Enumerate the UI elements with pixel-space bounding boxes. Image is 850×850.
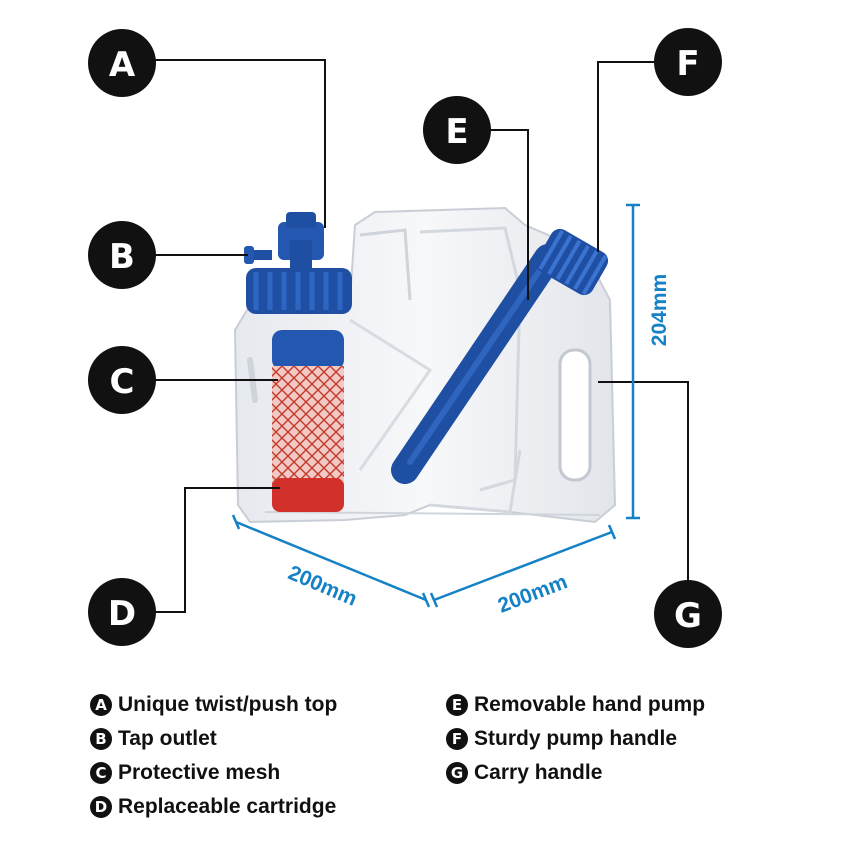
legend-item-d: D Replaceable cartridge <box>90 790 337 824</box>
callout-c: C <box>88 346 156 414</box>
leader-line-e <box>490 129 529 300</box>
callout-e: E <box>423 96 491 164</box>
callout-f: F <box>654 28 722 96</box>
legend: A Unique twist/push top B Tap outlet C P… <box>90 688 810 828</box>
legend-label-d: Replaceable cartridge <box>118 795 337 818</box>
leader-line-a <box>155 59 326 228</box>
legend-item-e: E Removable hand pump <box>446 688 705 722</box>
legend-label-a: Unique twist/push top <box>118 693 338 716</box>
dim-line-width-right <box>429 524 617 608</box>
leader-line-g <box>598 381 689 590</box>
carry-handle <box>558 348 592 482</box>
legend-item-a: A Unique twist/push top <box>90 688 337 722</box>
callout-letter-e: E <box>445 112 468 152</box>
leader-line-d <box>155 487 280 613</box>
legend-column-right: E Removable hand pump F Sturdy pump hand… <box>446 688 705 790</box>
legend-badge-b: B <box>90 728 112 750</box>
legend-label-f: Sturdy pump handle <box>474 727 678 750</box>
legend-label-g: Carry handle <box>474 761 603 784</box>
callout-g: G <box>654 580 722 648</box>
callout-letter-a: A <box>109 45 136 85</box>
legend-item-c: C Protective mesh <box>90 756 337 790</box>
pump-handle <box>535 228 609 296</box>
dim-line-height <box>626 203 640 520</box>
legend-badge-f: F <box>446 728 468 750</box>
callout-d: D <box>88 578 156 646</box>
dimension-lines <box>231 203 640 608</box>
legend-column-left: A Unique twist/push top B Tap outlet C P… <box>90 688 337 824</box>
leader-lines <box>155 59 689 613</box>
legend-item-f: F Sturdy pump handle <box>446 722 705 756</box>
legend-badge-g: G <box>446 762 468 784</box>
callout-letter-f: F <box>676 44 699 84</box>
callout-letter-g: G <box>674 596 702 636</box>
callout-b: B <box>88 221 156 289</box>
dim-label-height: 204mm <box>648 274 671 346</box>
legend-badge-d: D <box>90 796 112 818</box>
legend-badge-c: C <box>90 762 112 784</box>
legend-badge-a: A <box>90 694 112 716</box>
callout-letter-b: B <box>109 237 135 277</box>
product-diagram: 204mm 200mm 200mm A B C D E F G <box>88 28 722 648</box>
legend-label-b: Tap outlet <box>118 727 217 750</box>
legend-item-b: B Tap outlet <box>90 722 337 756</box>
leader-line-f <box>597 61 655 252</box>
legend-label-e: Removable hand pump <box>474 693 706 716</box>
legend-item-g: G Carry handle <box>446 756 705 790</box>
dim-line-width-left <box>231 514 431 608</box>
hand-pump <box>391 244 562 484</box>
callout-a: A <box>88 29 156 97</box>
legend-label-c: Protective mesh <box>118 761 281 784</box>
legend-badge-e: E <box>446 694 468 716</box>
callout-letter-c: C <box>110 362 135 402</box>
dim-label-width-right: 200mm <box>495 570 571 617</box>
callout-letter-d: D <box>108 594 136 634</box>
filter-unit <box>244 212 352 512</box>
